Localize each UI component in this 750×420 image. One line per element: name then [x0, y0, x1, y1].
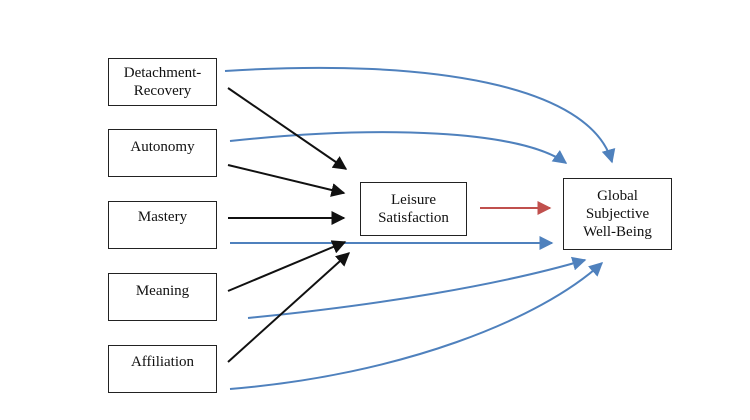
edge-detachment-to-leisure	[227, 87, 348, 170]
edge-affiliation-to-wellbeing	[229, 262, 604, 390]
edge-detachment-to-wellbeing	[224, 66, 616, 164]
node-meaning: Meaning	[108, 273, 217, 321]
node-leisure-satisfaction: Leisure Satisfaction	[360, 182, 467, 236]
node-detachment-recovery: Detachment- Recovery	[108, 58, 217, 106]
node-autonomy: Autonomy	[108, 129, 217, 177]
node-affiliation: Affiliation	[108, 345, 217, 393]
edge-affiliation-to-leisure	[227, 252, 351, 363]
edge-meaning-to-leisure	[227, 240, 347, 292]
edge-autonomy-to-wellbeing	[229, 131, 568, 164]
node-global-subjective-well-being: Global Subjective Well-Being	[563, 178, 672, 250]
node-mastery: Mastery	[108, 201, 217, 249]
edge-autonomy-to-leisure	[227, 164, 346, 197]
edge-meaning-to-wellbeing	[247, 256, 587, 319]
